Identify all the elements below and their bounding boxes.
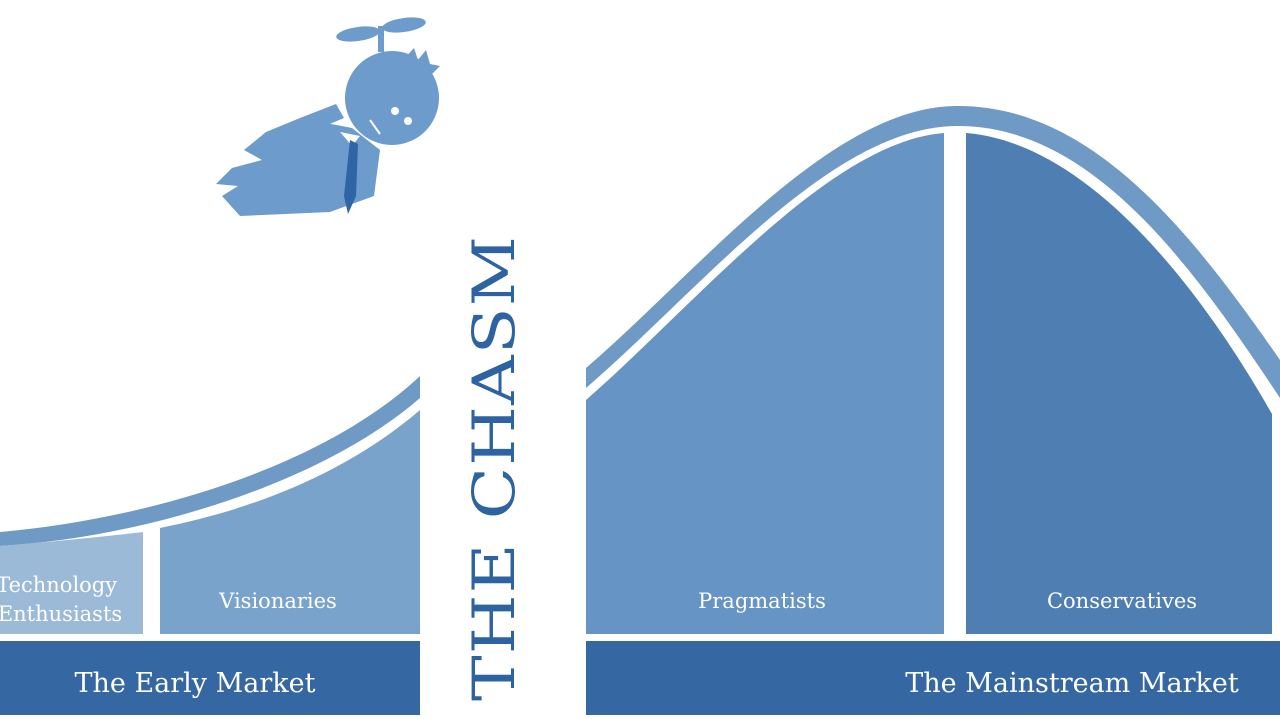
propeller-blade-right [382,17,426,33]
chasm-label: THE CHASM [460,235,528,701]
segment-conservatives [966,133,1272,634]
label-technology-enthusiasts: Technology Enthusiasts [0,573,124,626]
character-body [216,118,380,216]
label-mainstream-market: The Mainstream Market [905,668,1239,699]
segment-visionaries [160,410,420,634]
character-eye-left [391,107,399,115]
propeller-shaft [378,26,384,52]
character-head [345,51,439,145]
label-conservatives: Conservatives [1047,589,1197,613]
character-arm [300,104,344,134]
label-pragmatists: Pragmatists [698,589,826,613]
propeller-character-illustration [216,17,440,216]
early-market-curve [0,376,420,546]
character-mouth [369,119,381,135]
early-market-bar [0,641,420,715]
segment-technology-enthusiasts [0,532,143,634]
character-eye-right [404,117,412,125]
label-visionaries: Visionaries [218,589,337,613]
segment-pragmatists [586,133,944,634]
hair-tuft [405,48,440,74]
character-tie [344,140,358,214]
label-early-market: The Early Market [75,668,316,699]
mainstream-market-curve [586,105,1280,398]
character-collar [340,132,360,146]
mainstream-market-bar [586,641,1280,715]
propeller-blade-left [336,26,380,42]
